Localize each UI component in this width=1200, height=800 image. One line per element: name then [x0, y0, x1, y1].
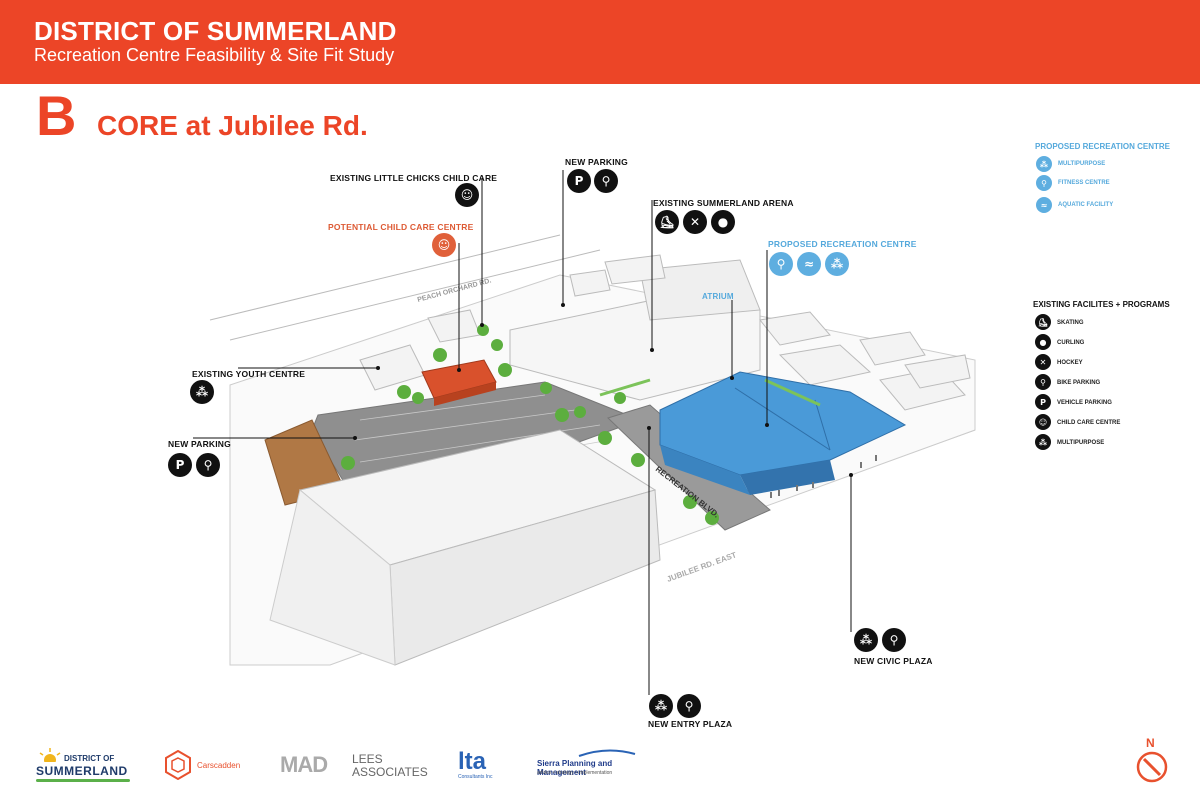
curling-icon: ● — [1035, 334, 1051, 350]
multipurpose-icon: ⁂ — [1036, 156, 1052, 172]
label-little-chicks: EXISTING LITTLE CHICKS CHILD CARE — [330, 173, 498, 183]
legend-proposed-item: MULTIPURPOSE — [1058, 161, 1106, 167]
header-subtitle: Recreation Centre Feasibility & Site Fit… — [34, 45, 395, 65]
logo-lta-text: lta — [458, 748, 487, 775]
legend-existing-item: VEHICLE PARKING — [1057, 400, 1112, 406]
north-label: N — [1146, 736, 1155, 750]
label-arena: EXISTING SUMMERLAND ARENA — [653, 198, 794, 208]
skating-icon: ⛸ — [1035, 314, 1051, 330]
bike-icon: ⚲ — [594, 169, 618, 193]
logo-lta-sub: Consultants Inc — [458, 774, 493, 780]
logo-lta: lta Consultants Inc — [458, 748, 518, 782]
street-jubilee: JUBILEE RD. EAST — [666, 550, 738, 584]
legend-proposed-item: AQUATIC FACILITY — [1058, 202, 1114, 208]
label-youth-centre: EXISTING YOUTH CENTRE — [192, 369, 306, 379]
child-care-icon: ☺ — [432, 233, 456, 257]
label-entry-plaza: NEW ENTRY PLAZA — [648, 719, 733, 729]
option-title: CORE at Jubilee Rd. — [97, 110, 368, 141]
logo-summerland-top: DISTRICT OF — [64, 754, 115, 763]
parking-icon: P — [168, 453, 192, 477]
aquatic-icon: ≈ — [1036, 197, 1052, 213]
legend-existing-item: MULTIPURPOSE — [1057, 440, 1105, 446]
wave-icon — [36, 779, 130, 782]
logo-mad: MAD — [280, 752, 328, 777]
carscadden-mark-icon — [165, 750, 191, 780]
child-care-icon: ☺ — [455, 183, 479, 207]
label-potential-child-care: POTENTIAL CHILD CARE CENTRE — [328, 222, 474, 232]
houses-right — [759, 311, 971, 411]
logo-sierra-sub: advice • strategy • implementation — [537, 770, 613, 776]
bike-icon: ⚲ — [882, 628, 906, 652]
label-atrium: ATRIUM — [702, 292, 734, 301]
multipurpose-icon: ⁂ — [190, 380, 214, 404]
header-banner: DISTRICT OF SUMMERLAND Recreation Centre… — [0, 0, 1200, 84]
label-civic-plaza: NEW CIVIC PLAZA — [854, 656, 933, 666]
bike-icon: ⚲ — [196, 453, 220, 477]
multipurpose-icon: ⁂ — [854, 628, 878, 652]
child-care-icon: ☺ — [1035, 414, 1051, 430]
legend-existing-item: CURLING — [1057, 340, 1085, 346]
multipurpose-icon: ⁂ — [825, 252, 849, 276]
street-peach-orchard: PEACH ORCHARD RD. — [417, 277, 492, 304]
callout-lines — [193, 170, 852, 695]
logo-carscadden: Carscadden — [165, 750, 265, 782]
logo-sierra-text: Sierra Planning and Management — [537, 759, 613, 777]
bike-icon: ⚲ — [677, 694, 701, 718]
logo-lees: LEES ASSOCIATES — [352, 752, 432, 782]
legend-proposed-item: FITNESS CENTRE — [1058, 180, 1110, 186]
legend-existing-title: EXISTING FACILITES + PROGRAMS — [1033, 300, 1170, 309]
multipurpose-icon: ⁂ — [1035, 434, 1051, 450]
legend-proposed-title: PROPOSED RECREATION CENTRE — [1035, 142, 1170, 151]
hockey-icon: ✕ — [683, 210, 707, 234]
green-strips — [599, 378, 821, 407]
label-new-parking-left: NEW PARKING — [168, 439, 231, 449]
houses-left — [359, 254, 666, 391]
sun-icon — [39, 748, 61, 762]
skating-icon: ⛸ — [655, 210, 679, 234]
option-letter: B — [36, 84, 77, 147]
logo-carscadden-text: Carscadden — [197, 761, 241, 770]
legend-existing-item: HOCKEY — [1057, 360, 1083, 366]
hockey-icon: ✕ — [1035, 354, 1051, 370]
multipurpose-icon: ⁂ — [649, 694, 673, 718]
curling-icon: ● — [711, 210, 735, 234]
compass-icon — [1136, 751, 1168, 783]
fitness-icon: ⚲ — [1036, 175, 1052, 191]
legend-existing-item: SKATING — [1057, 320, 1084, 326]
label-new-parking-top: NEW PARKING — [565, 157, 628, 167]
swoosh-icon — [578, 749, 636, 757]
logo-lees-bottom: ASSOCIATES — [352, 765, 428, 779]
legend-existing-item: BIKE PARKING — [1057, 380, 1101, 386]
legend-existing-item: CHILD CARE CENTRE — [1057, 420, 1121, 426]
label-proposed-rec: PROPOSED RECREATION CENTRE — [768, 239, 917, 249]
logo-summerland-bottom: SUMMERLAND — [36, 764, 128, 778]
callout-dots — [353, 303, 853, 477]
header-title: DISTRICT OF SUMMERLAND — [34, 16, 397, 46]
logo-summerland: DISTRICT OF SUMMERLAND — [34, 748, 134, 784]
bike-icon: ⚲ — [1035, 374, 1051, 390]
aquatic-icon: ≈ — [797, 252, 821, 276]
fitness-icon: ⚲ — [769, 252, 793, 276]
parking-icon: P — [567, 169, 591, 193]
parking-icon: P — [1035, 394, 1051, 410]
logo-lees-top: LEES — [352, 752, 383, 766]
plaza-people — [770, 455, 877, 498]
trees — [341, 324, 719, 525]
logo-sierra: Sierra Planning and Management advice • … — [537, 748, 662, 780]
